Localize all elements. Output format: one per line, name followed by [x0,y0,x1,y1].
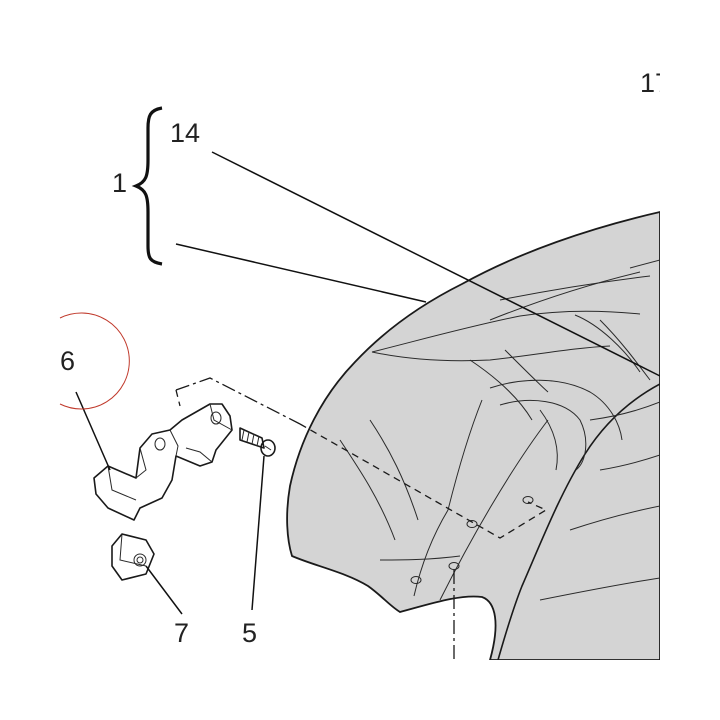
leader-line-5 [251,455,265,611]
clip-nut-part-7 [111,533,155,581]
cowl-contour-line [629,259,660,269]
bracket-hole [154,437,166,451]
seat-cowl-outer-shape [286,211,660,660]
highlight-circle [59,312,130,410]
mounting-hole [522,496,534,504]
seat-cushion-contour [497,383,660,660]
cowl-contour-line [413,509,449,597]
cowl-contour-line [489,271,641,321]
cowl-contour-line [339,439,396,541]
cowl-contour-line [539,409,558,471]
assembly-line [299,423,548,539]
cowl-contour-line [371,310,641,353]
leader-line-14 [211,151,661,377]
leader-line-7 [145,565,183,615]
mounting-hole [466,520,478,528]
callout-1: 1 [112,168,127,198]
callout-7: 7 [174,618,189,648]
bracket-part-6 [93,403,233,521]
mounting-hole [448,562,460,570]
leader-line-6 [75,391,111,471]
cowl-contour-line [599,454,660,471]
assembly-line [175,389,181,407]
cowl-contour-line [569,505,660,531]
callout-5: 5 [242,618,257,648]
cowl-contour-line [539,577,660,601]
cowl-contour-line [589,401,660,421]
cowl-contour-line [499,399,587,471]
callout-6: 6 [60,346,75,376]
cowl-contour-line [504,349,549,393]
seat-cowl-panel [286,211,660,660]
cowl-contour-line [379,555,461,561]
frame-mask [660,0,720,720]
cowl-contour-line [447,399,483,511]
brace [131,106,163,266]
leader-line-1 [175,243,427,303]
cowl-contour-line [469,359,533,421]
screw-part-5 [239,427,276,457]
cowl-contour-line [489,379,623,441]
cowl-contour-line [369,419,419,521]
cowl-contour-line [499,275,651,301]
cowl-contour-line [599,319,651,381]
cowl-contour-line [371,345,611,362]
bracket-hole [210,411,222,425]
callout-14: 14 [170,118,200,148]
cowl-contour-line [574,314,641,373]
assembly-line [175,377,301,425]
mounting-hole [410,576,422,584]
cowl-contour-line [439,419,549,601]
